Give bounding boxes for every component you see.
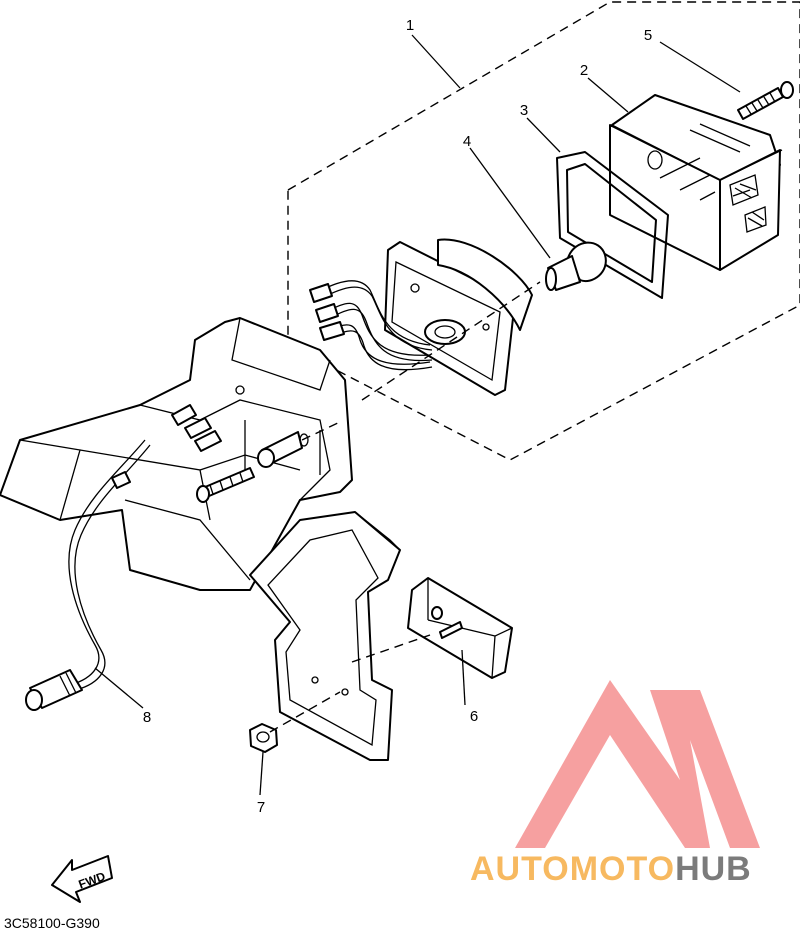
part-label-6: 6 bbox=[470, 708, 478, 725]
tail-bracket bbox=[0, 317, 353, 591]
part-label-3: 3 bbox=[520, 102, 528, 119]
bulb bbox=[545, 241, 607, 291]
part-label-2: 2 bbox=[580, 62, 588, 79]
part-label-1: 1 bbox=[406, 17, 414, 34]
part-label-5: 5 bbox=[644, 27, 652, 44]
license-plate-bracket bbox=[249, 511, 401, 761]
screw bbox=[737, 81, 794, 120]
wire-harness bbox=[25, 439, 151, 711]
part-label-4: 4 bbox=[463, 133, 471, 150]
watermark-brand-dark: HUB bbox=[675, 850, 752, 888]
reflector bbox=[407, 577, 513, 679]
forward-arrow-icon: FWD bbox=[51, 855, 113, 903]
part-label-8: 8 bbox=[143, 709, 151, 726]
nut bbox=[249, 723, 278, 753]
drawing-code: 3C58100-G390 bbox=[4, 915, 100, 931]
tail-lamp-lens bbox=[609, 94, 783, 271]
reflector-pattern-icon bbox=[729, 174, 767, 233]
watermark-logo-icon bbox=[515, 680, 760, 848]
watermark-brand-light: AUTOMOTO bbox=[470, 850, 675, 888]
watermark-text: AUTOMOTOHUB bbox=[470, 850, 752, 888]
lamp-wires bbox=[309, 280, 433, 371]
lens-gasket bbox=[556, 151, 669, 299]
leader-lines bbox=[94, 34, 741, 796]
part-label-7: 7 bbox=[257, 799, 265, 816]
lamp-socket-base bbox=[384, 238, 533, 396]
